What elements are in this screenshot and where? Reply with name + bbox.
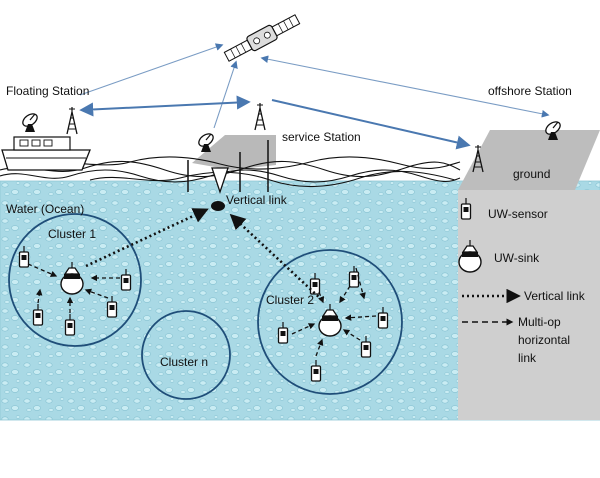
surface-buoy: [211, 167, 229, 211]
legend-vertical-link-label: Vertical link: [524, 289, 586, 303]
service-station-label: service Station: [282, 130, 361, 144]
link-floating-to-service: [79, 95, 251, 117]
legend: UW-sensor UW-sink Vertical link Multi-op…: [458, 197, 586, 365]
ground-label: ground: [513, 167, 550, 181]
floating-station-label: Floating Station: [6, 84, 89, 98]
floating-station-dish-icon: [19, 110, 41, 133]
cluster-2-label: Cluster 2: [266, 293, 314, 307]
legend-multi-hop-label-3: link: [518, 351, 537, 365]
cluster-2-horizontal-links: [291, 267, 377, 357]
radio-links: [79, 43, 550, 150]
cluster-2-ring: [257, 249, 403, 395]
link-satellite-to-offshore: [260, 55, 550, 118]
legend-uw-sink-label: UW-sink: [494, 251, 540, 265]
service-station-tower-icon: [254, 102, 266, 131]
link-service-to-ground: [271, 99, 471, 150]
ground-landmass: [458, 130, 600, 420]
legend-multi-hop-label-2: horizontal: [518, 333, 570, 347]
satellite-icon: [223, 14, 301, 62]
floating-station-tower-icon: [66, 106, 78, 135]
cluster-1-horizontal-links: [27, 263, 120, 313]
cluster-1-ring: [8, 213, 142, 347]
legend-uw-sensor-label: UW-sensor: [488, 207, 548, 221]
link-floating-to-satellite: [79, 43, 224, 96]
sea-surface-waves: [0, 156, 461, 188]
cluster-1-label: Cluster 1: [48, 227, 96, 241]
cluster-n-label: Cluster n: [160, 355, 208, 369]
cluster-n-ring: [141, 310, 231, 400]
vertical-links: [85, 208, 323, 301]
floating-station-ship: [1, 136, 91, 171]
service-platform: [192, 135, 276, 170]
offshore-station-label: offshore Station: [488, 84, 572, 98]
link-service-to-satellite: [213, 60, 238, 129]
legend-multi-hop-label-1: Multi-op: [518, 315, 561, 329]
water-label: Water (Ocean): [6, 202, 84, 216]
vertical-link-label: Vertical link: [226, 193, 288, 207]
